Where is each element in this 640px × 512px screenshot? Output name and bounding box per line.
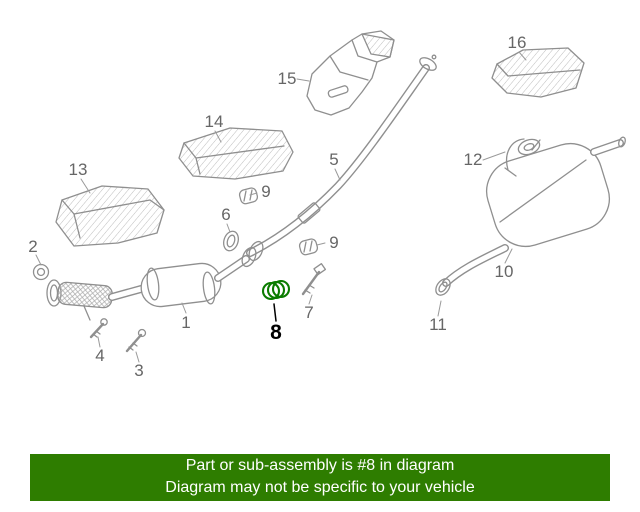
callout-4[interactable]: 4 xyxy=(95,346,105,365)
leader-lines xyxy=(35,51,527,363)
callout-9b[interactable]: 9 xyxy=(329,233,339,252)
callout-2[interactable]: 2 xyxy=(28,237,38,256)
callout-16[interactable]: 16 xyxy=(507,33,527,52)
front-flex-pipe xyxy=(46,279,145,321)
hanger-insulator-9a xyxy=(238,187,259,205)
callout-12[interactable]: 12 xyxy=(463,150,483,169)
exhaust-spring-8-highlighted xyxy=(261,279,291,301)
exhaust-diagram xyxy=(32,30,626,363)
bolt-3 xyxy=(125,328,147,353)
callout-14[interactable]: 14 xyxy=(204,112,224,131)
front-gasket-2 xyxy=(32,263,50,281)
callout-8-highlighted[interactable]: 8 xyxy=(270,321,282,344)
callout-7[interactable]: 7 xyxy=(304,303,314,322)
gasket-6 xyxy=(223,230,239,252)
callout-10[interactable]: 10 xyxy=(494,262,514,281)
hanger-bracket-12 xyxy=(504,138,541,177)
callout-3[interactable]: 3 xyxy=(134,361,144,380)
callout-6[interactable]: 6 xyxy=(221,205,231,224)
stud-4 xyxy=(89,318,108,339)
heat-shield-15 xyxy=(306,30,395,116)
callout-13[interactable]: 13 xyxy=(68,160,88,179)
inlet-flange-11 xyxy=(435,278,451,296)
resonator-1 xyxy=(140,240,264,308)
heat-shield-14 xyxy=(178,127,294,180)
banner-line-1: Part or sub-assembly is #8 in diagram xyxy=(185,457,455,475)
muffler-10 xyxy=(442,136,626,287)
spring-bolt-7 xyxy=(301,263,327,296)
vehicle-note-banner: Part or sub-assembly is #8 in diagram Di… xyxy=(30,454,610,501)
callout-5[interactable]: 5 xyxy=(329,150,339,169)
heat-shield-16 xyxy=(491,47,585,98)
callout-1[interactable]: 1 xyxy=(181,313,191,332)
callout-15[interactable]: 15 xyxy=(277,69,297,88)
hanger-insulator-9b xyxy=(298,238,319,256)
callout-11[interactable]: 11 xyxy=(429,315,447,334)
callout-9a[interactable]: 9 xyxy=(261,182,271,201)
heat-shield-13 xyxy=(55,185,165,247)
center-pipe-5 xyxy=(246,54,437,257)
banner-line-2: Diagram may not be specific to your vehi… xyxy=(165,479,475,496)
